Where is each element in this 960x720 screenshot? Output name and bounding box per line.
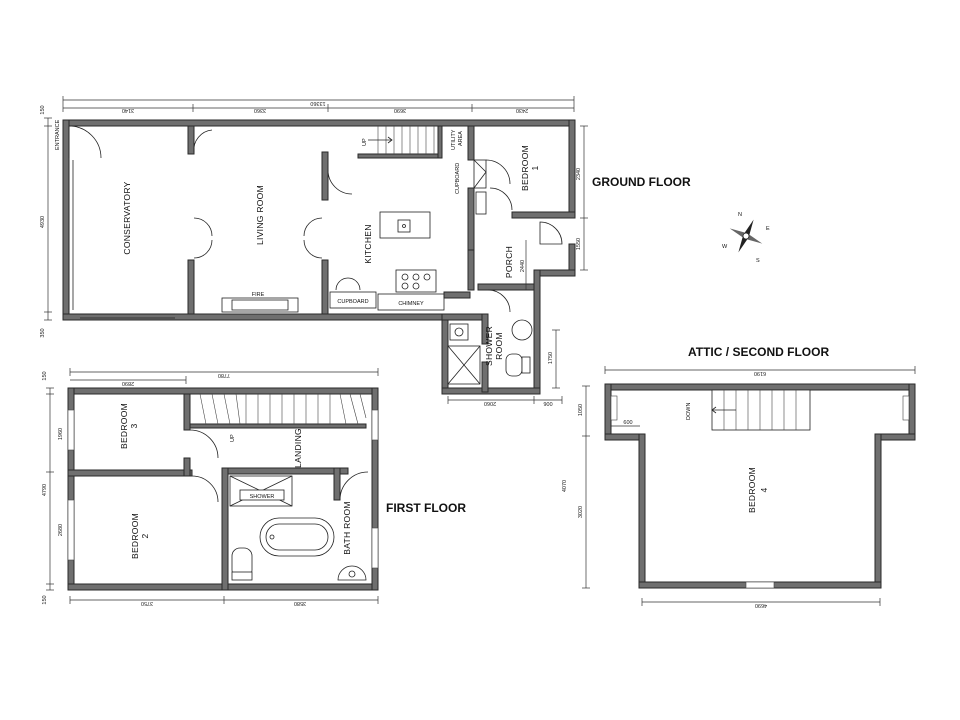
attic-down-label: DOWN	[686, 403, 692, 420]
dim-ground-left-bot: 350	[40, 328, 46, 337]
room-bedroom4: BEDROOM	[747, 467, 757, 513]
compass-s: S	[756, 258, 760, 264]
dim-first-bottom1: 3750	[141, 600, 153, 606]
cupboard-box	[329, 291, 377, 309]
dim-attic-inset: 600	[623, 420, 632, 426]
room-shower2: ROOM	[494, 332, 504, 360]
dim-ground-right2: 1550	[576, 238, 582, 250]
chimney-box	[377, 293, 445, 311]
dim-ground-seg2: 3360	[254, 107, 266, 113]
first-floor-plan: 7780 2890 150 1960 4790 2680 150 3750 35…	[42, 368, 466, 606]
shower-label: SHOWER	[250, 494, 275, 500]
toilet-ground	[505, 353, 523, 377]
dim-shower-gap: 006	[543, 400, 552, 406]
room-kitchen: KITCHEN	[363, 224, 373, 263]
compass: N E S W	[722, 212, 770, 264]
shower-basin-small	[449, 323, 469, 341]
door-cons-double	[193, 217, 213, 259]
room-landing: LANDING	[293, 428, 303, 468]
first-floor-title: FIRST FLOOR	[386, 501, 466, 515]
basin-first	[337, 565, 367, 581]
cupboard-small-label: CUPBOARD	[455, 163, 461, 194]
ground-floor-plan: 13360 3140 3360 3690 2430 150 4930 350 2…	[40, 96, 691, 406]
dim-first-top-seg: 2890	[122, 380, 134, 386]
room-shower: SHOWER	[484, 326, 494, 366]
dim-attic-top: 6190	[754, 370, 766, 376]
room-conservatory: CONSERVATORY	[122, 181, 132, 254]
dim-ground-seg1: 3140	[122, 107, 134, 113]
dim-attic-left-bot: 3020	[578, 506, 584, 518]
dim-first-bottom2: 3580	[294, 600, 306, 606]
utility-label: UTILITY	[451, 129, 457, 150]
stairs-attic	[711, 389, 811, 431]
dim-shower-h: 1750	[548, 352, 554, 364]
room-bedroom2-num: 2	[140, 533, 150, 538]
stairs-up-label: UP	[362, 138, 368, 146]
dim-first-left-bot: 150	[42, 595, 48, 604]
chimney-label: CHIMNEY	[398, 301, 424, 307]
dim-first-left-b3: 1960	[58, 428, 64, 440]
room-living: LIVING ROOM	[255, 185, 265, 245]
compass-n: N	[738, 212, 742, 218]
dim-ground-right1: 2340	[576, 168, 582, 180]
door-cons-top	[193, 129, 213, 153]
dim-shower-w: 2060	[484, 400, 496, 406]
dim-first-left-total: 4790	[42, 484, 48, 496]
dim-porch: 2440	[520, 260, 526, 272]
room-bedroom4-num: 4	[759, 487, 769, 492]
dim-attic-left-top: 1050	[578, 404, 584, 416]
stairs-ground	[357, 125, 443, 159]
hob	[395, 269, 437, 293]
room-bedroom3: BEDROOM	[119, 403, 129, 449]
stairs-first	[189, 393, 367, 429]
dim-first-left-top: 150	[42, 371, 48, 380]
ground-floor-title: GROUND FLOOR	[592, 175, 691, 189]
room-porch: PORCH	[504, 246, 514, 278]
dim-ground-seg4: 2430	[516, 107, 528, 113]
entrance-door	[68, 125, 102, 159]
door-kitchen-double	[303, 217, 323, 259]
room-bedroom1: BEDROOM	[520, 145, 530, 191]
dim-ground-total: 13360	[310, 100, 325, 106]
dim-ground-left-mid: 4930	[40, 216, 46, 228]
compass-e: E	[766, 226, 770, 232]
room-bedroom3-num: 3	[129, 423, 139, 428]
dim-attic-bottom: 4690	[755, 602, 767, 608]
dim-ground-seg3: 3690	[394, 107, 406, 113]
utility-label2: AREA	[458, 131, 464, 146]
door-kitchen-top	[327, 169, 353, 195]
fire-label: FIRE	[252, 292, 265, 298]
first-up-label: UP	[230, 434, 236, 442]
wash-basin	[511, 319, 533, 341]
attic-floor-title: ATTIC / SECOND FLOOR	[688, 345, 829, 359]
compass-w: W	[722, 244, 728, 250]
kitchen-sink	[397, 219, 411, 233]
dim-attic-left-total: 4070	[562, 480, 568, 492]
dim-first-top: 7780	[218, 372, 230, 378]
entrance-label: ENTRANCE	[55, 119, 61, 150]
dim-first-left-b2: 2680	[58, 524, 64, 536]
attic-floor-plan: ATTIC / SECOND FLOOR 6190 1050 4070 3020…	[562, 345, 916, 608]
cupboard-label: CUPBOARD	[337, 299, 368, 305]
room-bathroom: BATH ROOM	[342, 501, 352, 555]
room-bedroom2: BEDROOM	[130, 513, 140, 559]
dim-ground-left-top: 150	[40, 105, 46, 114]
room-bedroom1-num: 1	[530, 165, 540, 170]
